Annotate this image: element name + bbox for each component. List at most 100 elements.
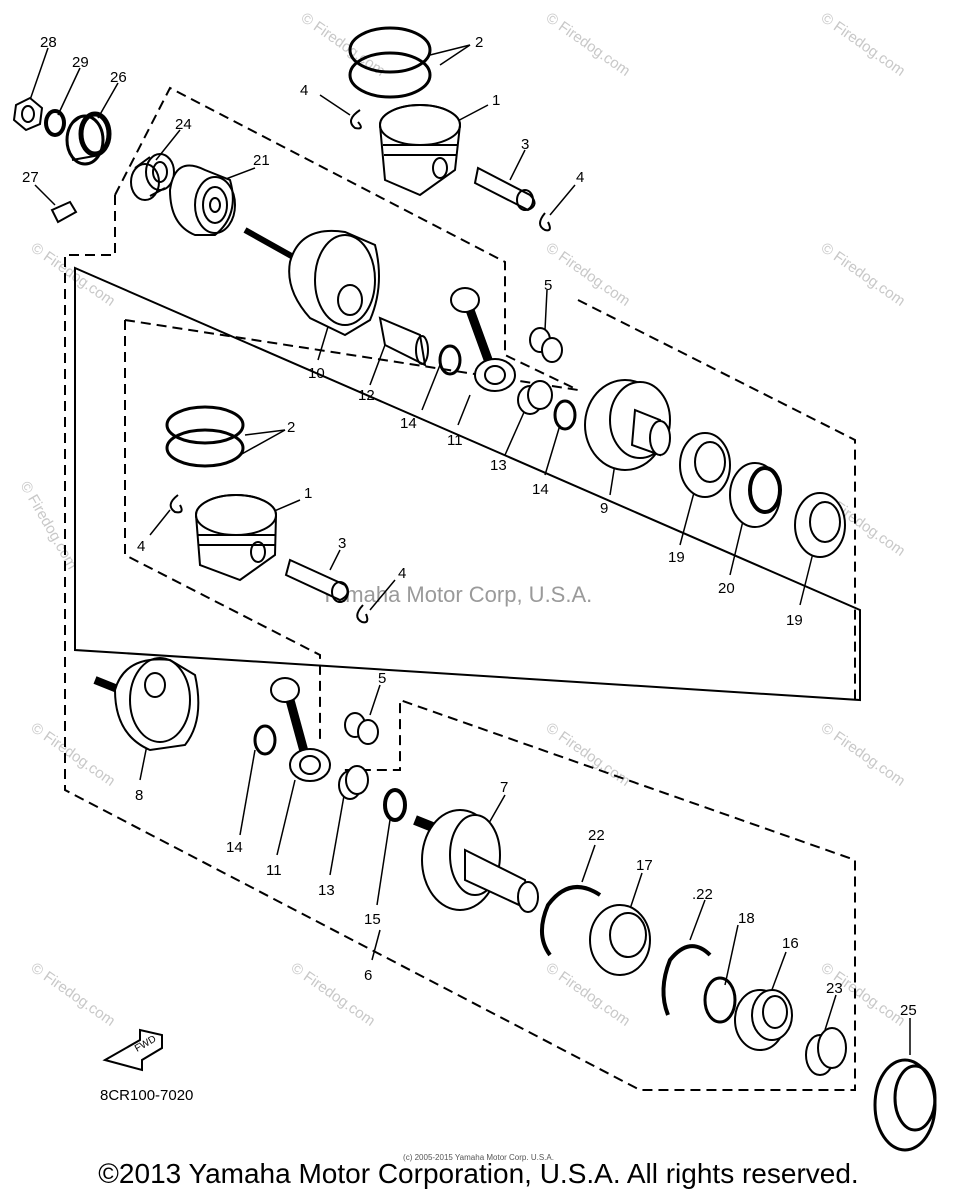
part-labels: 28 29 26 24 21 27 2 4 1 3 4 5 10 12 14 1… (22, 34, 917, 1019)
label-3-lower: 3 (338, 535, 346, 552)
crank-pin-12 (378, 316, 429, 367)
label-16: 16 (782, 935, 799, 952)
circlip-4-b (539, 212, 551, 232)
label-25: 25 (900, 1002, 917, 1019)
bearing-21 (168, 164, 236, 236)
label-5-lower: 5 (378, 670, 386, 687)
label-15: 15 (364, 911, 381, 928)
conrod-11-lower (270, 677, 331, 782)
leader-lines (29, 44, 911, 1055)
circlip-4-d (356, 604, 369, 624)
watermark-text: © Firedog.com (543, 239, 634, 309)
label-14-b: 14 (532, 481, 549, 498)
label-28: 28 (40, 34, 57, 51)
conrod-11-upper (450, 287, 516, 392)
label-4-d: 4 (398, 565, 406, 582)
footer-copyright: ©2013 Yamaha Motor Corporation, U.S.A. A… (98, 1158, 859, 1189)
bearing-19-b (794, 492, 846, 558)
label-5-upper: 5 (544, 277, 552, 294)
circlip-22-a (540, 885, 602, 957)
label-27: 27 (22, 169, 39, 186)
fwd-arrow-icon: FWD (102, 1028, 163, 1072)
label-12: 12 (358, 387, 375, 404)
label-13-upper: 13 (490, 457, 507, 474)
watermark-text: © Firedog.com (818, 9, 909, 79)
center-watermark: Yamaha Motor Corp, U.S.A. (320, 582, 592, 607)
watermark-text: © Firedog.com (818, 239, 909, 309)
bearing-5-lower (344, 712, 379, 745)
piston-ring-2-lower (165, 405, 245, 468)
label-29: 29 (72, 54, 89, 71)
bearing-13-lower (338, 765, 369, 800)
label-17: 17 (636, 857, 653, 874)
label-22-a: 22 (588, 827, 605, 844)
watermark-text: © Firedog.com (28, 239, 119, 309)
oil-seal-26 (65, 111, 112, 166)
tiny-copyright: (c) 2005-2015 Yamaha Motor Corp. U.S.A. (403, 1153, 554, 1162)
watermark-text: © Firedog.com (28, 959, 119, 1029)
piston-1-upper (379, 104, 461, 197)
bearing-24 (130, 153, 175, 201)
label-19-a: 19 (668, 549, 685, 566)
piston-1-lower (195, 494, 277, 582)
piston-ring-2-upper (348, 26, 432, 99)
label-4-b: 4 (576, 169, 584, 186)
washer-14-b (553, 399, 577, 431)
collar-23 (805, 1027, 847, 1076)
key-27 (50, 200, 78, 224)
watermark-text: © Firedog.com (28, 719, 119, 789)
circlip-4-a (350, 109, 362, 130)
label-10: 10 (308, 365, 325, 382)
label-18: 18 (738, 910, 755, 927)
washer-18 (703, 976, 737, 1024)
dashed-outlines (64, 86, 856, 1091)
washer-14-c (253, 724, 277, 756)
label-14-a: 14 (400, 415, 417, 432)
label-11-upper: 11 (447, 432, 463, 449)
label-14-c: 14 (226, 839, 243, 856)
label-13-lower: 13 (318, 882, 335, 899)
watermark-text: © Firedog.com (818, 719, 909, 789)
circlip-4-c (169, 494, 183, 514)
label-19-b: 19 (786, 612, 803, 629)
label-4-a: 4 (300, 82, 308, 99)
label-7: 7 (500, 779, 508, 796)
piston-pin-3-upper (473, 166, 536, 212)
label-21: 21 (253, 152, 270, 169)
crank-half-9 (584, 379, 671, 471)
label-20: 20 (718, 580, 735, 597)
label-2-lower: 2 (287, 419, 295, 436)
washer-15 (383, 788, 407, 822)
label-24: 24 (175, 116, 192, 133)
label-1-lower: 1 (304, 485, 312, 502)
crank-half-8 (93, 657, 200, 752)
bearing-5-upper (529, 327, 563, 363)
label-26: 26 (110, 69, 127, 86)
watermark-text: © Firedog.com (17, 479, 81, 573)
bearing-16 (734, 989, 793, 1051)
nut-28 (12, 96, 44, 132)
piston-pin-3-lower (284, 558, 349, 603)
bearing-13-upper (517, 380, 553, 415)
bearing-19-a (679, 432, 731, 498)
label-8: 8 (135, 787, 143, 804)
assembly-outline (74, 266, 861, 702)
label-9: 9 (600, 500, 608, 517)
diagram-code: 8CR100-7020 (100, 1087, 194, 1104)
crank-half-7 (413, 809, 539, 913)
watermark-text: © Firedog.com (543, 9, 634, 79)
bearing-17 (589, 904, 651, 976)
label-22-b: .22 (692, 886, 713, 903)
label-3-upper: 3 (521, 136, 529, 153)
label-4-c: 4 (137, 538, 145, 555)
crank-half-10 (243, 227, 380, 337)
washer-14-a (438, 344, 462, 376)
label-6: 6 (364, 967, 372, 984)
oil-seal-25 (873, 1058, 937, 1152)
circlip-22-b (661, 944, 712, 1016)
label-11-lower: 11 (266, 862, 282, 879)
seal-20 (729, 462, 782, 528)
washer-29 (44, 109, 66, 137)
label-1-upper: 1 (492, 92, 500, 109)
